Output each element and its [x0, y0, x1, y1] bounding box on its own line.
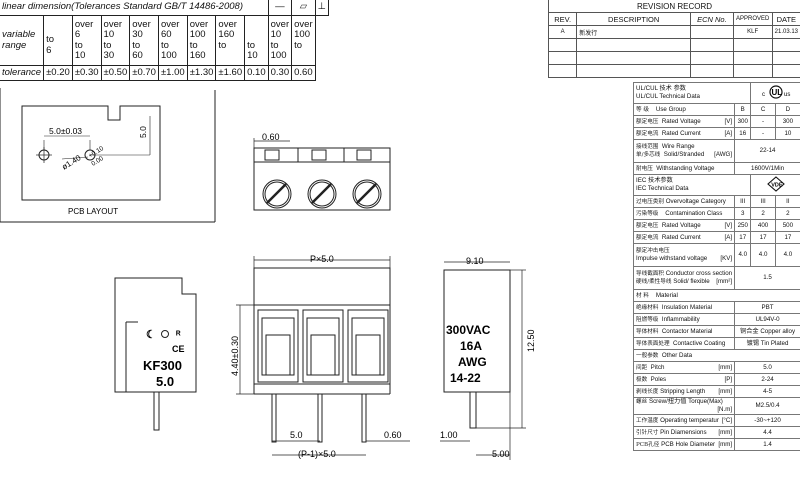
side-height-dim: 12.50 [526, 329, 536, 352]
tol-8: 0.30 [267, 65, 293, 81]
pcb-caption: PCB LAYOUT [68, 207, 118, 216]
side-bottom-dim: 5.00 [492, 449, 510, 459]
tol-1: ±0.30 [71, 65, 102, 81]
tol-6: ±1.60 [215, 65, 246, 81]
left-marking: ☾ ᴿ CE KF300 5.0 [143, 329, 185, 389]
front-height-dim: 4.40±0.30 [230, 336, 240, 376]
pcb-dimensions: 5.0±0.03 5.0 ø1.40 +0.10 0.00 PCB LAYOUT [49, 126, 148, 216]
pcb-hole-dim: ø1.40 [60, 153, 83, 172]
top-view [253, 138, 391, 211]
current-marking: 16A [460, 339, 482, 353]
awg-range-marking: 14-22 [450, 371, 481, 385]
pcb-row-dim: 5.0 [138, 126, 148, 138]
ul-title-en: UL/CUL Technical Data [636, 93, 700, 100]
spec-table: UL/CUL 技术 参数 UL/CUL Technical Data UL c … [632, 82, 800, 451]
front-total-dim: (P-1)×5.0 [298, 449, 336, 459]
perpendicular-symbol: ⊥ [314, 0, 329, 16]
awg-marking: AWG [458, 355, 487, 369]
side-left-dim: 1.00 [440, 430, 458, 440]
impulse-3: 4.0 [774, 243, 800, 267]
revision-table: REVISION RECORD REV. DESCRIPTION ECN No.… [547, 0, 800, 78]
svg-text:UL: UL [771, 88, 782, 97]
front-pitch-dim: 5.0 [290, 430, 303, 440]
iec-title-zh: IEC 技术参数 [636, 177, 673, 184]
svg-text:us: us [784, 92, 790, 98]
tolerance-table: linear dimension(Tolerances Standard GB/… [0, 0, 329, 81]
front-width-dim: P×5.0 [310, 254, 334, 264]
ul-title-zh: UL/CUL 技术 参数 [636, 85, 686, 92]
tol-4: ±1.00 [157, 65, 188, 81]
other-screw: 螺丝 Screw/扭力值 Torque(Max)[N.m] [632, 397, 736, 415]
wire-range-value: 22-14 [734, 139, 800, 163]
label-range: range [2, 39, 27, 51]
tol-7: 0.10 [244, 65, 269, 81]
variable-range-label: variable range [0, 15, 45, 66]
iec-v-2: 400 [750, 219, 776, 232]
ur-mark: ᴿ [176, 330, 181, 341]
front-pin-dim: 0.60 [384, 430, 402, 440]
wire-range: 接线范围 Wire Range 单/多芯线 Solid/Stranded[AWG… [632, 139, 736, 163]
front-view [236, 256, 410, 456]
right-side-view [440, 261, 526, 460]
voltage-marking: 300VAC [446, 323, 491, 337]
model-marking: KF300 [143, 358, 182, 373]
top-view-dim: 0.60 [262, 132, 280, 142]
impulse-1: 4.0 [734, 243, 752, 267]
svg-text:VDE: VDE [771, 182, 783, 188]
rev-empty-row [547, 64, 800, 78]
iec-a-2: 17 [750, 231, 776, 244]
svg-text:c: c [762, 92, 765, 98]
cross-section: 导线截面积 Conductor cross section 硬线/柔性导线 So… [632, 266, 736, 290]
left-side-view [114, 277, 197, 431]
right-marking: 300VAC 16A AWG 14-22 [446, 323, 491, 385]
ce-mark: CE [172, 344, 185, 354]
impulse-2: 4.0 [750, 243, 776, 267]
side-top-dim: 9.10 [466, 256, 484, 266]
iec-title-en: IEC Technical Data [636, 185, 689, 192]
other-hole: PCB孔径 PCB Hole Diameter[mm] [632, 438, 736, 451]
pitch-marking: 5.0 [156, 374, 174, 389]
pcb-pitch-dim: 5.0±0.03 [49, 126, 82, 136]
cross-section-value: 1.5 [734, 266, 800, 290]
rev-empty-row [547, 38, 800, 52]
vde-triangle-icon: VDE [766, 175, 785, 192]
tolerance-label: tolerance [0, 65, 45, 81]
recycle-c-mark: ☾ [146, 329, 156, 341]
material-coating: 导体表面处理 Contactive Coating [632, 337, 736, 350]
label-variable: variable [2, 29, 36, 40]
tol-9: 0.60 [291, 65, 316, 81]
cul-us-logo-icon: UL c us [762, 84, 790, 99]
other-pin: 引针尺寸 Pin Diamensions[mm] [632, 426, 736, 439]
